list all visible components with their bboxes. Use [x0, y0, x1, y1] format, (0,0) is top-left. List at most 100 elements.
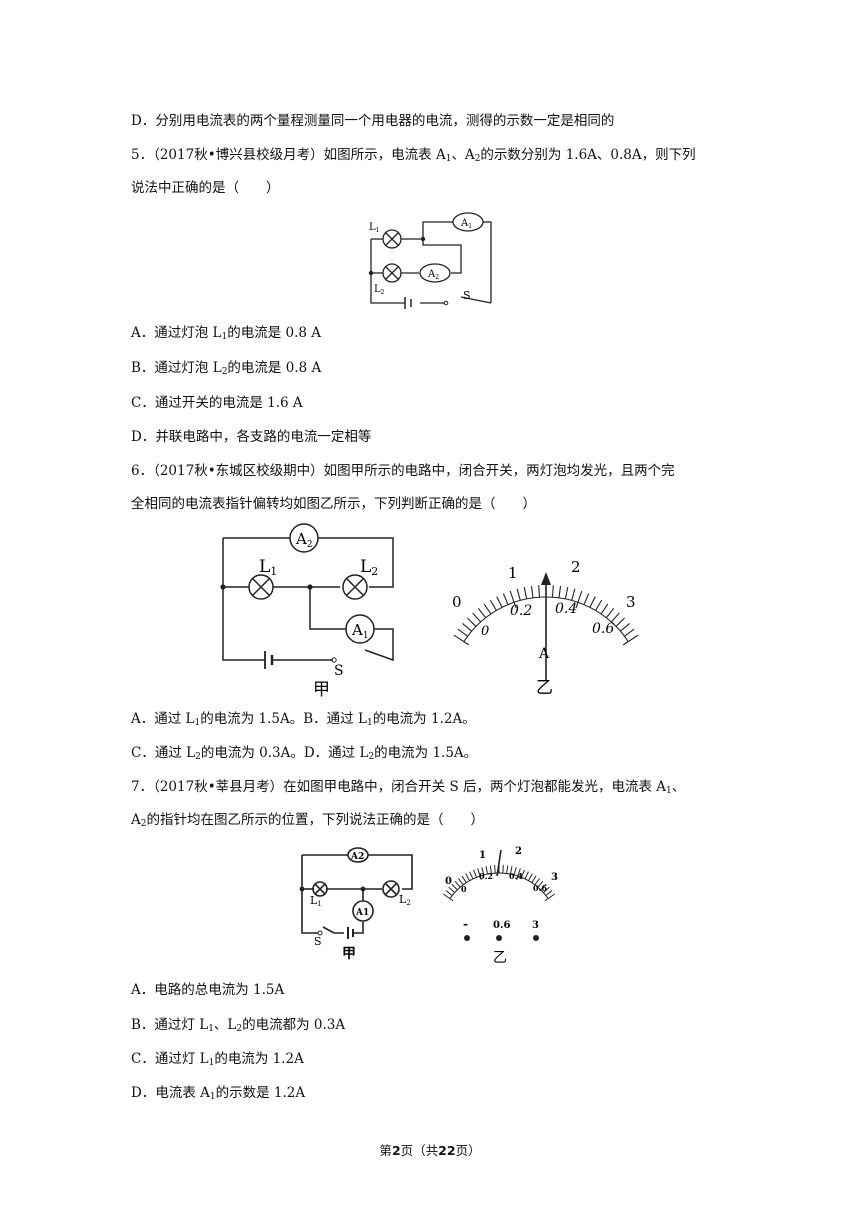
dial-tick: [461, 875, 467, 883]
dial-tick: [523, 587, 528, 600]
dial-tick: [583, 593, 590, 605]
q6-meter-unit: A: [538, 646, 550, 662]
q6-ammeter-dial-yi: 0 1 2 3 0 0.2 0.4 0.6 A 乙: [452, 558, 639, 698]
q6-scale-upper-2: 2: [571, 558, 581, 576]
dial-tick: [469, 871, 474, 880]
dial-tick: [600, 603, 609, 615]
dial-tick: [502, 593, 509, 605]
q5-option-c: C．通过开关的电流是 1.6 A: [131, 395, 303, 411]
dial-tick: [558, 585, 562, 598]
q6-option-a: A．通过 L1的电流为 1.5A。: [131, 711, 304, 728]
q6-scale-upper-0: 0: [452, 593, 462, 611]
q6-scale-lower-0.2: 0.2: [510, 603, 532, 619]
q6-label-l2: L2: [360, 557, 378, 578]
dial-tick: [509, 590, 517, 609]
dial-tick: [506, 865, 509, 874]
q5-label-s: S: [463, 289, 471, 302]
q5-option-b: B．通过灯泡 L2的电流是 0.8 A: [131, 360, 322, 377]
dial-tick: [516, 588, 521, 601]
dial-tick: [454, 880, 461, 888]
dial-tick: [453, 634, 470, 646]
dial-tick: [545, 890, 553, 896]
q7-terminal-0.6: 0.6: [493, 920, 510, 931]
dial-tick: [457, 878, 464, 886]
dial-tick: [620, 622, 630, 632]
dial-tick: [496, 596, 503, 608]
q6-label-a1: A1: [351, 621, 369, 641]
q6-label-s: S: [334, 663, 344, 679]
q6-options-ab: A．通过 L1的电流为 1.5A。B．通过 L1的电流为 1.2A。: [131, 709, 476, 733]
q7-option-b: B．通过灯 L1、L2的电流都为 0.3A: [131, 1017, 346, 1034]
q7-circuit-diagram-jia: A2 A1 L1 L2 S 甲: [299, 847, 413, 962]
q7-option-c: C．通过灯 L1的电流为 1.2A: [131, 1051, 304, 1068]
dial-tick: [477, 868, 482, 880]
q7-stem-line2: A2的指针均在图乙所示的位置，下列说法正确的是（ ）: [131, 812, 484, 829]
page-total: 22: [438, 1143, 456, 1158]
dial-tick: [489, 599, 497, 611]
dial-tick: [530, 585, 534, 598]
dial-tick: [571, 588, 576, 601]
q6-label-l1: L1: [259, 557, 277, 578]
dial-tick: [481, 867, 485, 876]
dial-tick: [521, 869, 525, 878]
page-footer: 第2页（共22页）: [379, 1143, 481, 1158]
dial-tick: [483, 603, 492, 615]
q6-circuit-diagram-jia: A2 A1 L1 L2 S 甲: [220, 523, 394, 700]
q5-circuit-diagram: L1 L2 A1 A2 S: [368, 212, 492, 309]
dial-tick: [485, 866, 489, 875]
q7-ammeter-dial-yi: 0 1 2 3 0 0.2 0.4 0.6 - 0.6 3 乙: [443, 846, 558, 966]
q7-label-yi: 乙: [493, 950, 507, 966]
q7-scale-upper-1: 1: [479, 850, 486, 861]
q7-label-l1: L1: [310, 894, 322, 908]
dial-tick: [477, 607, 487, 619]
q7-scale-lower-0.2: 0.2: [479, 871, 493, 881]
dial-tick: [502, 865, 504, 874]
q6-scale-upper-3: 3: [626, 593, 636, 611]
q7-scale-lower-0.6: 0.6: [533, 883, 547, 893]
q7-option-d: D．电流表 A1的示数是 1.2A: [131, 1085, 306, 1102]
dial-tick: [465, 873, 471, 881]
q6-options-cd: C．通过 L2的电流为 0.3A。D．通过 L2的电流为 1.5A。: [131, 743, 477, 767]
dial-tick: [537, 880, 544, 888]
q6-option-d: D．通过 L2的电流为 1.5A。: [303, 745, 478, 762]
q6-scale-lower-0: 0: [481, 624, 489, 639]
q7-option-a: A．电路的总电流为 1.5A: [131, 982, 285, 998]
q5-label-a2: A2: [427, 269, 439, 281]
dial-tick: [610, 612, 620, 623]
q5-option-a: A．通过灯泡 L1的电流是 0.8 A: [131, 325, 322, 342]
q7-scale-upper-2: 2: [515, 846, 522, 857]
dial-tick: [489, 865, 492, 874]
q7-label-jia: 甲: [342, 946, 356, 962]
q6-option-b: B．通过 L1的电流为 1.2A。: [303, 711, 476, 728]
q7-label-a2: A2: [350, 852, 364, 862]
q7-terminal-neg: -: [463, 917, 468, 931]
dial-tick: [451, 883, 458, 891]
dial-tick: [624, 628, 635, 637]
q7-scale-upper-0: 0: [445, 876, 452, 887]
dial-tick: [531, 875, 537, 883]
dial-tick: [513, 867, 517, 876]
dial-tick: [494, 865, 496, 874]
q7-label-a1: A1: [355, 908, 369, 918]
dial-tick: [540, 883, 547, 891]
q5-label-l2: L2: [374, 284, 385, 296]
q7-stem-line1: 7．（2017秋•莘县月考）在如图甲电路中，闭合开关 S 后，两个灯泡都能发光，…: [131, 779, 686, 796]
dial-tick: [544, 893, 555, 902]
dial-tick: [589, 596, 596, 608]
q6-scale-upper-1: 1: [508, 564, 518, 582]
q6-label-a2: A2: [295, 530, 313, 550]
q6-scale-lower-0.6: 0.6: [592, 621, 614, 637]
dial-tick: [605, 607, 615, 619]
dial-tick: [473, 869, 477, 878]
q5-label-l1: L1: [369, 222, 379, 234]
q5-option-d: D．并联电路中，各支路的电流一定相等: [131, 429, 372, 445]
dial-tick: [443, 893, 454, 902]
q6-stem-line1: 6．（2017秋•东城区校级期中）如图甲所示的电路中，闭合开关，两灯泡均发光，且…: [131, 463, 675, 479]
dial-tick: [462, 622, 472, 632]
q7-label-l2: L2: [399, 893, 411, 907]
q6-label-jia: 甲: [313, 680, 330, 700]
q7-scale-upper-3: 3: [551, 872, 558, 883]
q4-option-d: D．分别用电流表的两个量程测量同一个用电器的电流，测得的示数一定是相同的: [131, 113, 615, 129]
q5-stem-line2: 说法中正确的是（ ）: [131, 180, 280, 196]
dial-tick: [551, 585, 554, 598]
